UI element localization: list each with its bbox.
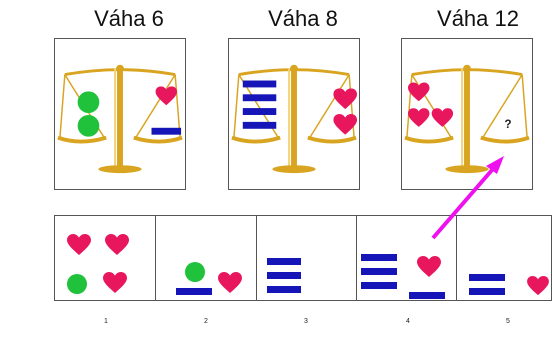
option-number-5: 5 bbox=[498, 318, 518, 325]
scale-panel-3: ? bbox=[401, 38, 533, 190]
blue-bar-icon bbox=[469, 288, 505, 295]
heart-icon bbox=[408, 108, 429, 127]
heart-icon bbox=[103, 272, 127, 293]
blue-bar-icon bbox=[361, 268, 397, 275]
heart-icon bbox=[527, 276, 549, 295]
blue-bar-icon bbox=[469, 274, 505, 281]
option-5[interactable] bbox=[457, 216, 552, 300]
option-3[interactable] bbox=[257, 216, 357, 300]
scale-panel-2 bbox=[228, 38, 360, 190]
heart-icon bbox=[67, 234, 91, 255]
blue-bar-icon bbox=[243, 94, 276, 101]
option-number-3: 3 bbox=[296, 318, 316, 325]
option-number-4: 4 bbox=[398, 318, 418, 325]
option-4[interactable] bbox=[357, 216, 457, 300]
heart-icon bbox=[417, 256, 441, 277]
balance-scale-icon: ? bbox=[402, 39, 532, 189]
weight-title-1: Váha 6 bbox=[59, 6, 199, 32]
blue-bar-icon bbox=[243, 122, 276, 129]
blue-bar-icon bbox=[243, 108, 276, 115]
option-number-2: 2 bbox=[196, 318, 216, 325]
blue-bar-icon bbox=[243, 81, 276, 88]
green-circle-icon bbox=[78, 115, 100, 137]
scale-panel-1 bbox=[54, 38, 186, 190]
unknown-weight-mark: ? bbox=[504, 117, 511, 131]
blue-bar-icon bbox=[409, 292, 445, 299]
blue-bar-icon bbox=[267, 286, 301, 293]
option-number-1: 1 bbox=[96, 318, 116, 325]
blue-bar-icon bbox=[267, 272, 301, 279]
blue-bar-icon bbox=[267, 258, 301, 265]
balance-scale-icon bbox=[55, 39, 185, 189]
green-circle-icon bbox=[185, 262, 205, 282]
heart-icon bbox=[218, 272, 242, 293]
blue-bar-icon bbox=[361, 282, 397, 289]
green-circle-icon bbox=[67, 274, 87, 294]
blue-bar-icon bbox=[176, 288, 212, 295]
heart-icon bbox=[105, 234, 129, 255]
option-1[interactable] bbox=[55, 216, 156, 300]
answer-options bbox=[54, 215, 552, 301]
heart-icon bbox=[333, 88, 357, 109]
option-2[interactable] bbox=[156, 216, 257, 300]
heart-icon bbox=[432, 108, 453, 127]
balance-scale-icon bbox=[229, 39, 359, 189]
weight-title-2: Váha 8 bbox=[233, 6, 373, 32]
blue-bar-icon bbox=[152, 128, 182, 135]
blue-bar-icon bbox=[361, 254, 397, 261]
green-circle-icon bbox=[78, 91, 100, 113]
weight-title-3: Váha 12 bbox=[408, 6, 548, 32]
